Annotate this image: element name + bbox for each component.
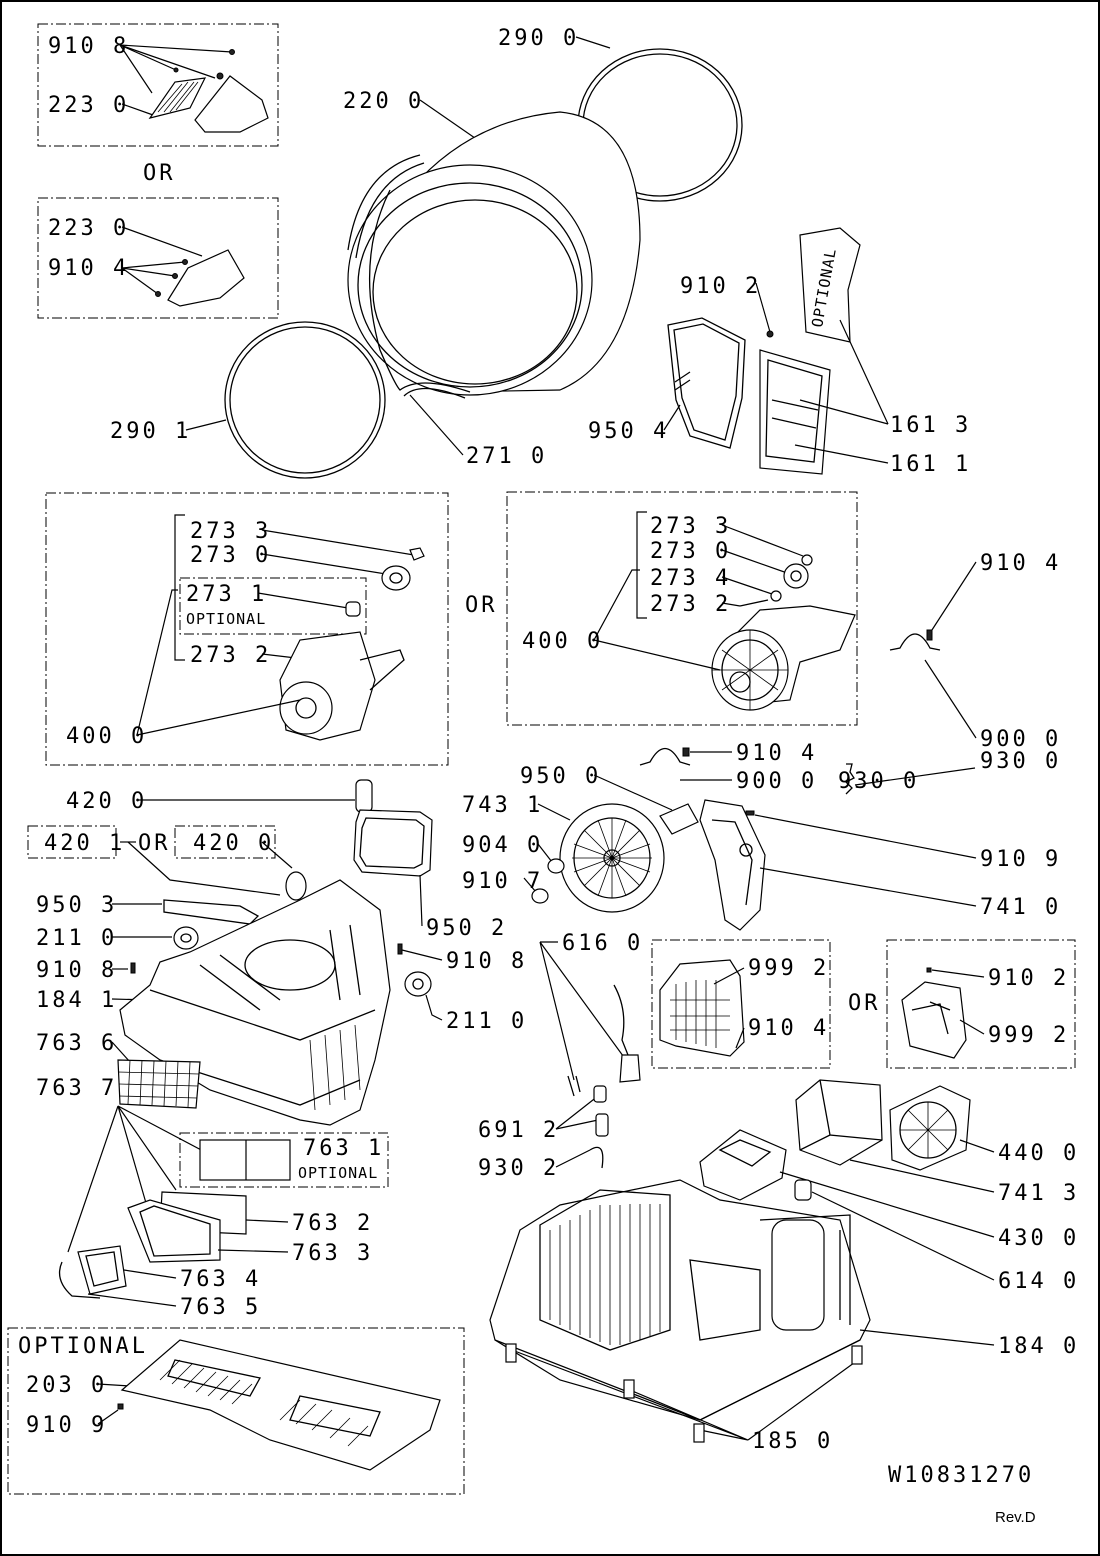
label-763-5: 763 5 — [180, 1295, 261, 1320]
label-184-1: 184 1 — [36, 988, 117, 1013]
label-273-0-m1: 273 0 — [190, 543, 271, 568]
label-930-0-value: 930 0 — [980, 749, 1061, 774]
blower-group: 910 4 900 0 950 0 930 0 930 0 743 1 904 … — [462, 741, 1061, 931]
label-763-1: 763 1 — [303, 1136, 384, 1161]
label-910-9-pcb: 910 9 — [26, 1413, 107, 1438]
motor-option-2: 273 3 273 0 273 4 273 2 400 0 — [506, 491, 858, 726]
label-741-3: 741 3 — [998, 1181, 1079, 1206]
label-290-0: 290 0 — [498, 26, 579, 51]
motor-option-1: 273 3 273 0 273 1 OPTIONAL 273 2 400 0 4… — [45, 492, 449, 814]
label-950-0: 950 0 — [520, 764, 601, 789]
label-910-9-blower: 910 9 — [980, 847, 1061, 872]
label-763-6: 763 6 — [36, 1031, 117, 1056]
label-999-2-b: 999 2 — [988, 1023, 1069, 1048]
label-616-0: 616 0 — [562, 931, 643, 956]
doc-number: W10831270 — [888, 1463, 1034, 1488]
label-211-0-left: 211 0 — [36, 926, 117, 951]
label-420-0-m1: 420 0 — [66, 789, 147, 814]
label-pcb-optional: OPTIONAL — [18, 1334, 148, 1359]
label-273-2-m2: 273 2 — [650, 592, 731, 617]
lint-trap-option-a: 910 8 223 0 — [37, 23, 279, 147]
label-950-3: 950 3 — [36, 893, 117, 918]
clamp-group-right: 910 4 900 0 — [889, 551, 1061, 752]
label-430-0: 430 0 — [998, 1226, 1079, 1251]
label-400-0-m2: 400 0 — [522, 629, 603, 654]
label-400-0-m1: 400 0 — [66, 724, 147, 749]
label-691-2: 691 2 — [478, 1118, 559, 1143]
label-950-2: 950 2 — [426, 916, 507, 941]
label-161-1: 161 1 — [890, 452, 971, 477]
or-separator-1: OR — [143, 161, 176, 186]
lint-trap-option-b: 223 0 910 4 — [37, 197, 279, 319]
revision-label: Rev.D — [995, 1509, 1036, 1526]
label-910-2-center: 910 2 — [988, 966, 1069, 991]
label-763-7: 763 7 — [36, 1076, 117, 1101]
label-910-4-b: 910 4 — [48, 256, 129, 281]
label-930-2: 930 2 — [478, 1156, 559, 1181]
label-161-3: 161 3 — [890, 413, 971, 438]
label-223-0-b: 223 0 — [48, 216, 129, 241]
filter-assembly: 910 2 OPTIONAL 950 4 161 3 161 1 — [588, 227, 971, 477]
base-assembly-left: 420 1 OR 420 0 950 2 950 3 211 0 910 8 1… — [27, 809, 527, 1320]
label-950-4: 950 4 — [588, 419, 669, 444]
label-273-3-m1: 273 3 — [190, 519, 271, 544]
label-273-3-m2: 273 3 — [650, 514, 731, 539]
label-base-or: OR — [138, 831, 171, 856]
label-420-1: 420 1 — [44, 831, 125, 856]
label-910-8: 910 8 — [48, 34, 129, 59]
label-999-2-a: 999 2 — [748, 956, 829, 981]
label-optional-m1: OPTIONAL — [186, 610, 266, 628]
label-910-4-center: 910 4 — [748, 1016, 829, 1041]
label-440-0: 440 0 — [998, 1141, 1079, 1166]
label-273-2-m1: 273 2 — [190, 643, 271, 668]
or-separator-2: OR — [465, 593, 498, 618]
label-290-1: 290 1 — [110, 419, 191, 444]
label-900-0-blower: 900 0 — [736, 769, 817, 794]
label-900-0-right: 900 0 — [980, 727, 1061, 752]
label-763-optional: OPTIONAL — [298, 1164, 378, 1182]
label-910-8-left: 910 8 — [36, 958, 117, 983]
label-223-0: 223 0 — [48, 93, 129, 118]
label-763-4: 763 4 — [180, 1267, 261, 1292]
label-743-1: 743 1 — [462, 793, 543, 818]
label-center-or: OR — [848, 991, 881, 1016]
pcb-optional-group: OPTIONAL 203 0 910 9 — [7, 1327, 465, 1495]
label-910-8-right: 910 8 — [446, 949, 527, 974]
label-203-0: 203 0 — [26, 1373, 107, 1398]
label-910-4-right: 910 4 — [980, 551, 1061, 576]
label-614-0: 614 0 — [998, 1269, 1079, 1294]
label-910-4-blower: 910 4 — [736, 741, 817, 766]
heat-pump-group: 616 0 999 2 910 4 OR 910 2 999 2 691 2 9… — [478, 931, 1079, 1454]
label-741-0: 741 0 — [980, 895, 1061, 920]
label-763-2: 763 2 — [292, 1211, 373, 1236]
label-211-0-right: 211 0 — [446, 1009, 527, 1034]
label-763-3: 763 3 — [292, 1241, 373, 1266]
label-910-2: 910 2 — [680, 274, 761, 299]
label-273-4-m2: 273 4 — [650, 566, 731, 591]
label-910-7: 910 7 — [462, 869, 543, 894]
label-420-0-base: 420 0 — [193, 831, 274, 856]
label-220-0: 220 0 — [343, 89, 424, 114]
label-184-0: 184 0 — [998, 1334, 1079, 1359]
label-273-1-m1: 273 1 — [186, 582, 267, 607]
label-273-0-m2: 273 0 — [650, 539, 731, 564]
drum-assembly: 290 0 220 0 290 1 271 0 — [110, 26, 743, 479]
label-904-0: 904 0 — [462, 833, 543, 858]
label-271-0: 271 0 — [466, 444, 547, 469]
label-185-0: 185 0 — [752, 1429, 833, 1454]
